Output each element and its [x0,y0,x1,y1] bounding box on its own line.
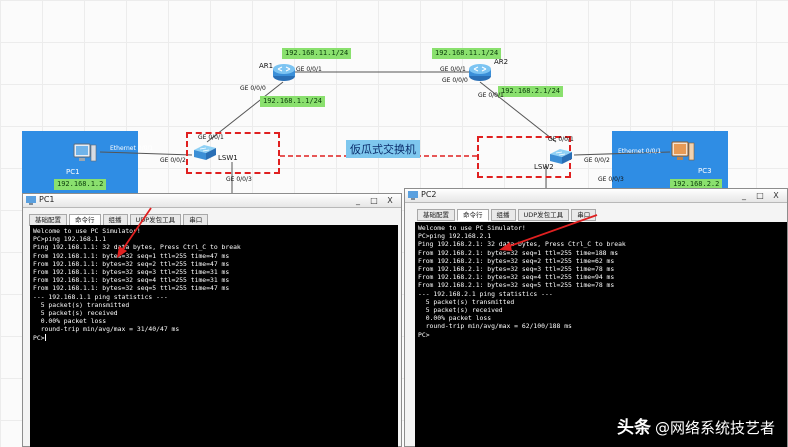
window-app-icon [408,191,418,200]
watermark: 头条@网络系统技艺者 [617,413,775,438]
console-line: 5 packet(s) received [33,309,118,318]
console-line: Ping 192.168.2.1: 32 data bytes, Press C… [418,240,626,249]
pc3-ip: 192.168.2.2 [670,179,723,190]
pc2-window[interactable]: PC2 _ □ X 基础配置 命令行 组播 UDP发包工具 串口 Welcome… [404,188,788,447]
pc1-ip: 192.168.1.2 [54,179,107,190]
lsw2-port-right: GE 0/0/2 [584,157,610,164]
pc3-label: PC3 [698,167,712,175]
console-line: round-trip min/avg/max = 31/40/47 ms [33,325,180,334]
pc2-console[interactable]: Welcome to use PC Simulator! PC>ping 192… [415,222,787,447]
lsw1-port-bottom: GE 0/0/3 [226,176,252,183]
router-icon [273,64,295,81]
console-line: round-trip min/avg/max = 62/100/188 ms [418,322,572,331]
console-line: --- 192.168.2.1 ping statistics --- [418,289,553,298]
switch-lsw1[interactable] [192,142,218,162]
ar1-label: AR1 [259,62,274,70]
ar1-ip-top: 192.168.11.1/24 [282,48,352,59]
pc2-tab-bar: 基础配置 命令行 组播 UDP发包工具 串口 [417,209,597,221]
close-button[interactable]: X [773,191,779,200]
console-line: From 192.168.2.1: bytes=32 seq=2 ttl=255… [418,256,615,265]
router-icon [469,64,491,81]
tab-command-line[interactable]: 命令行 [457,209,489,221]
lsw1-port-top: GE 0/0/1 [198,134,224,141]
pc3-port: Ethernet 0/0/1 [618,148,662,155]
tab-udp-tool[interactable]: UDP发包工具 [517,209,570,221]
router-ar1[interactable] [272,62,296,82]
console-line: --- 192.168.1.1 ping statistics --- [33,292,168,301]
console-line: 5 packet(s) transmitted [33,300,130,309]
ar1-port-right: GE 0/0/1 [296,66,322,73]
lsw2-port-bottom: GE 0/0/3 [598,176,624,183]
lsw1-label: LSW1 [218,154,238,162]
tab-command-line[interactable]: 命令行 [69,214,101,226]
ar2-port-bottom-left: GE 0/0/0 [442,77,468,84]
lsw1-annotation-box [186,132,280,174]
ar2-port-left: GE 0/0/1 [440,66,466,73]
console-line: 0.00% packet loss [418,314,492,323]
tab-multicast[interactable]: 组播 [490,209,516,221]
switch-lsw2[interactable] [548,146,574,166]
ar2-ip-top: 192.168.11.1/24 [432,48,502,59]
pc1-console[interactable]: Welcome to use PC Simulator! PC>ping 192… [30,225,398,447]
lsw2-port-top: GE 0/0/1 [548,136,574,143]
console-line: 5 packet(s) transmitted [418,297,515,306]
console-line: From 192.168.1.1: bytes=32 seq=1 ttl=255… [33,251,230,260]
pc-icon [671,141,695,161]
console-line: From 192.168.2.1: bytes=32 seq=3 ttl=255… [418,265,615,274]
console-line: PC>ping 192.168.1.1 [33,235,107,244]
pc2-title: PC2 [421,190,437,199]
ar2-ip-bottom: 192.168.2.1/24 [498,86,564,97]
watermark-text: @网络系统技艺者 [654,419,775,437]
ar1-port-left: GE 0/0/0 [240,85,266,92]
qinq-tunnel-label: 仮瓜式交换机 [346,140,420,158]
console-line: 5 packet(s) received [418,306,503,315]
pc-pc3[interactable] [668,140,696,164]
console-line: From 192.168.2.1: bytes=32 seq=1 ttl=255… [418,248,619,257]
pc-icon [73,143,97,162]
annotation-arrow [117,207,152,258]
pc2-title-bar[interactable]: PC2 _ □ X [405,189,787,203]
pc1-label: PC1 [66,168,80,176]
watermark-logo: 头条 [616,418,651,438]
lsw2-label: LSW2 [534,163,554,171]
console-line: Welcome to use PC Simulator! [33,227,141,235]
ar1-ip-bottom: 192.168.1.1/24 [260,96,326,107]
minimize-button[interactable]: _ [356,196,360,205]
close-button[interactable]: X [387,196,393,205]
console-prompt: PC> [33,333,45,342]
console-line: From 192.168.2.1: bytes=32 seq=5 ttl=255… [418,281,615,290]
tab-basic-config[interactable]: 基础配置 [417,209,455,221]
lsw1-port-left: GE 0/0/2 [160,157,186,164]
pc1-title: PC1 [39,195,55,204]
text-cursor [44,333,46,341]
console-line: 0.00% packet loss [33,317,107,326]
console-line: From 192.168.1.1: bytes=32 seq=2 ttl=255… [33,259,230,268]
annotation-arrow [499,214,598,251]
minimize-button[interactable]: _ [742,191,746,200]
ar2-port-bottom: GE 0/0/1 [478,92,504,99]
console-line: PC>ping 192.168.2.1 [418,232,492,241]
ar2-label: AR2 [494,58,509,66]
maximize-button[interactable]: □ [370,196,378,205]
tab-multicast[interactable]: 组播 [102,214,128,226]
console-line: From 192.168.1.1: bytes=32 seq=3 ttl=255… [33,268,230,277]
pc1-title-bar[interactable]: PC1 _ □ X [23,194,401,208]
switch-icon [550,149,572,164]
pc-pc1[interactable] [70,142,98,164]
console-line: From 192.168.2.1: bytes=32 seq=4 ttl=255… [418,273,615,282]
pc1-port: Ethernet 0/0/1 [110,145,154,152]
console-line: From 192.168.1.1: bytes=32 seq=4 ttl=255… [33,276,230,285]
console-line: Ping 192.168.1.1: 32 data bytes, Press C… [33,243,241,252]
router-ar2[interactable] [468,62,492,82]
console-line: Welcome to use PC Simulator! [418,224,526,232]
window-app-icon [26,196,36,205]
maximize-button[interactable]: □ [756,191,764,200]
switch-icon [194,145,216,160]
console-line: From 192.168.1.1: bytes=32 seq=5 ttl=255… [33,284,230,293]
pc1-window[interactable]: PC1 _ □ X 基础配置 命令行 组播 UDP发包工具 串口 Welcome… [22,193,402,447]
console-prompt: PC> [418,330,430,339]
